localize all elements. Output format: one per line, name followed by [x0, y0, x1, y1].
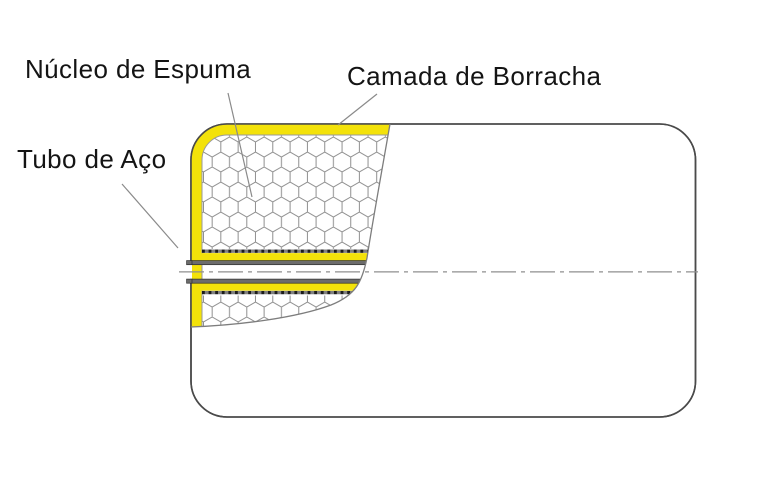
steel-tube-wall-top-end	[186, 260, 193, 266]
break-line-curve	[190, 123, 391, 328]
cutaway-section	[191, 124, 390, 327]
rubber-layer-leader-line	[337, 93, 378, 126]
rubber-layer-label: Camada de Borracha	[347, 61, 602, 91]
steel-tube-wall-bottom-end	[186, 278, 193, 284]
inner-rubber-bottom	[191, 283, 390, 291]
steel-tube-wall-bottom	[191, 278, 390, 284]
steel-tube-wall-top	[191, 260, 390, 266]
steel-tube-leader-line	[121, 183, 179, 249]
inner-rubber-top	[191, 253, 390, 261]
rubber-layer-band	[191, 124, 390, 327]
steel-tube-label: Tubo de Aço	[17, 144, 167, 174]
rubber-layer-inner-edge	[201, 134, 390, 327]
foam-core-label: Núcleo de Espuma	[25, 54, 252, 84]
foam-core-leader-line	[227, 92, 253, 198]
